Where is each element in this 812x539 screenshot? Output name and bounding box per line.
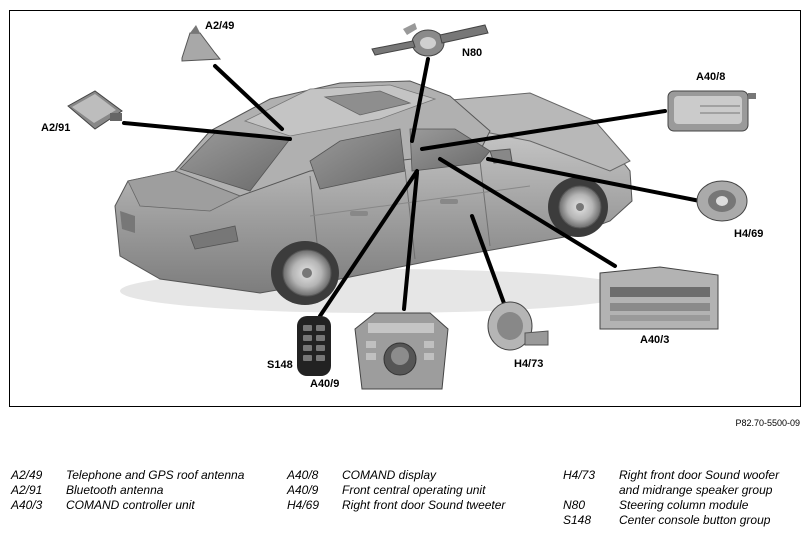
legend-code: A2/91: [11, 483, 43, 497]
bluetooth-module-component: [67, 90, 123, 130]
tweeter-component: [696, 180, 748, 222]
legend-desc: Steering column module: [619, 498, 749, 512]
legend-code: A40/3: [11, 498, 43, 512]
comand-display-component: [667, 90, 756, 132]
legend-row: A40/9 Front central operating unit: [287, 483, 557, 498]
legend: A2/49 Telephone and GPS roof antenna A2/9…: [0, 468, 812, 538]
legend-desc: Front central operating unit: [342, 483, 486, 497]
legend-code: H4/73: [563, 468, 596, 482]
callout-a40-3: A40/3: [640, 334, 670, 346]
callout-h4-69: H4/69: [734, 228, 764, 240]
legend-row: S148 Center console button group: [563, 513, 803, 528]
legend-code: A40/9: [287, 483, 319, 497]
woofer-component: [487, 301, 549, 351]
callout-a2-91: A2/91: [41, 122, 71, 134]
callout-n80: N80: [462, 47, 483, 59]
legend-row: H4/69 Right front door Sound tweeter: [287, 498, 557, 513]
legend-row: A40/3 COMAND controller unit: [11, 498, 281, 513]
leader-lines: [122, 57, 702, 318]
callout-a40-8: A40/8: [696, 71, 726, 83]
legend-desc: Right front door Sound woofer: [619, 468, 780, 482]
central-operating-unit-component: [354, 312, 449, 390]
legend-row: A2/91 Bluetooth antenna: [11, 483, 281, 498]
legend-column-3: H4/73 Right front door Sound woofer and m…: [563, 468, 803, 528]
comand-controller-component: [599, 266, 719, 330]
steering-column-component: [371, 23, 489, 57]
roof-antenna-component: [181, 25, 222, 62]
legend-row: N80 Steering column module: [563, 498, 803, 513]
legend-column-2: A40/8 COMAND display A40/9 Front central o…: [287, 468, 557, 513]
legend-desc: Bluetooth antenna: [66, 483, 164, 497]
front-wheel: [548, 177, 608, 237]
legend-desc: and midrange speaker group: [619, 483, 773, 497]
legend-desc: COMAND controller unit: [66, 498, 195, 512]
legend-row: A40/8 COMAND display: [287, 468, 557, 483]
legend-code: A2/49: [11, 468, 43, 482]
component-location-diagram: A2/49 A2/91 N80 A40/8 H4/69 A40/3 H4/73 …: [9, 10, 801, 407]
callout-a40-9: A40/9: [310, 378, 340, 390]
car-illustration: [114, 80, 640, 313]
legend-row: A2/49 Telephone and GPS roof antenna: [11, 468, 281, 483]
callout-s148: S148: [267, 359, 293, 371]
legend-desc: Center console button group: [619, 513, 771, 527]
legend-desc: Telephone and GPS roof antenna: [66, 468, 245, 482]
legend-code: N80: [563, 498, 586, 512]
legend-desc: COMAND display: [342, 468, 437, 482]
callout-h4-73: H4/73: [514, 358, 544, 370]
diagram-canvas: [67, 23, 756, 390]
legend-row: H4/73 Right front door Sound woofer: [563, 468, 803, 483]
legend-column-1: A2/49 Telephone and GPS roof antenna A2/9…: [11, 468, 281, 513]
legend-code: H4/69: [287, 498, 320, 512]
legend-code: S148: [563, 513, 592, 527]
button-group-component: [297, 316, 331, 376]
rear-wheel: [271, 241, 339, 305]
callout-a2-49: A2/49: [205, 20, 235, 32]
legend-desc: Right front door Sound tweeter: [342, 498, 506, 512]
legend-code: A40/8: [287, 468, 319, 482]
figure-reference: P82.70-5500-09: [735, 418, 800, 428]
legend-row: and midrange speaker group: [563, 483, 803, 498]
